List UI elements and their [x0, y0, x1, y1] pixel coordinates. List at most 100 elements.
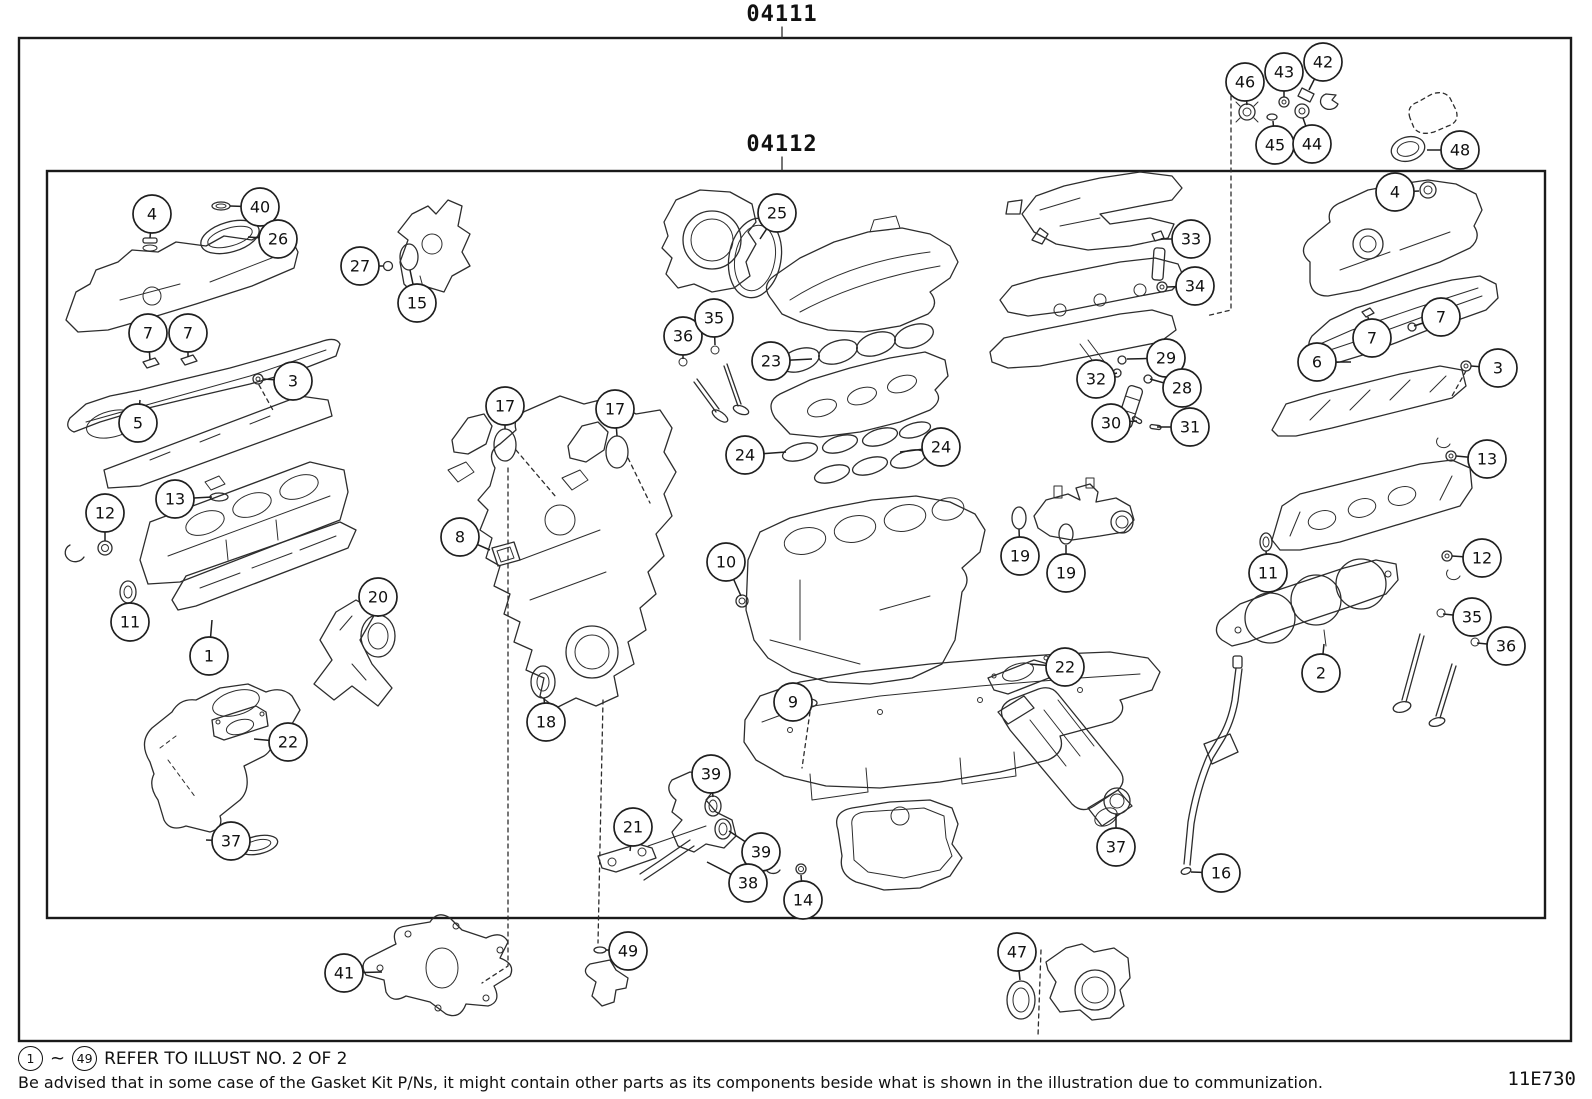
callout-13[interactable]: 13 — [155, 479, 213, 519]
callout-7[interactable]: 7 — [1413, 297, 1461, 337]
callout-41[interactable]: 41 — [324, 953, 383, 993]
callout-22[interactable]: 22 — [1029, 647, 1085, 687]
callout-27[interactable]: 27 — [340, 246, 383, 286]
head-gasket-2-sketch — [1215, 558, 1399, 647]
grommet-3-right-sketch — [1460, 360, 1472, 372]
callout-4[interactable]: 4 — [132, 194, 172, 239]
callout-37[interactable]: 37 — [1096, 814, 1136, 867]
callout-36[interactable]: 36 — [663, 316, 703, 359]
callout-35[interactable]: 35 — [1442, 597, 1492, 637]
injector-upper-sketch — [1151, 230, 1168, 293]
figure-code-04111: 04111 — [746, 2, 818, 27]
callout-14[interactable]: 14 — [783, 874, 823, 920]
svg-text:18: 18 — [536, 713, 556, 732]
callout-35[interactable]: 35 — [694, 298, 734, 346]
svg-text:4: 4 — [1390, 183, 1400, 202]
callout-31[interactable]: 31 — [1157, 407, 1210, 447]
callout-3[interactable]: 3 — [262, 361, 313, 401]
svg-text:36: 36 — [1496, 637, 1516, 656]
oring-27-sketch — [382, 260, 394, 272]
footer-note: Be advised that in some case of the Gask… — [18, 1073, 1323, 1092]
callout-8[interactable]: 8 — [440, 517, 491, 557]
callout-9[interactable]: 9 — [773, 682, 813, 722]
callout-7[interactable]: 7 — [128, 313, 168, 361]
callout-10[interactable]: 10 — [706, 542, 746, 597]
svg-text:25: 25 — [767, 204, 787, 223]
svg-text:7: 7 — [1436, 308, 1446, 327]
callout-12[interactable]: 12 — [85, 493, 125, 541]
timing-cover-sketch — [477, 395, 677, 709]
intake-manifold-lower-sketch — [770, 351, 949, 438]
callout-28[interactable]: 28 — [1149, 368, 1202, 408]
svg-text:3: 3 — [1493, 359, 1503, 378]
cylinder-head-left-sketch — [139, 461, 349, 585]
callout-39[interactable]: 39 — [691, 754, 731, 798]
callout-20[interactable]: 20 — [358, 577, 398, 617]
engine-block-sketch — [735, 495, 986, 685]
callout-33[interactable]: 33 — [1161, 219, 1211, 259]
footer-reference-line: 1 ~ 49 REFER TO ILLUST NO. 2 OF 2 — [18, 1046, 348, 1071]
callout-3[interactable]: 3 — [1470, 348, 1518, 388]
callout-45[interactable]: 45 — [1255, 120, 1295, 165]
callout-48[interactable]: 48 — [1427, 130, 1480, 170]
figure-code-04112: 04112 — [746, 132, 818, 157]
callout-15[interactable]: 15 — [397, 269, 437, 323]
callout-2[interactable]: 2 — [1301, 643, 1341, 693]
callout-19[interactable]: 19 — [1046, 545, 1086, 593]
oring-11-left-sketch — [119, 580, 137, 604]
seal-4-right-sketch — [1419, 181, 1437, 199]
svg-text:10: 10 — [716, 553, 736, 572]
drawing-number: 11E730 — [1507, 1068, 1576, 1090]
svg-text:29: 29 — [1156, 349, 1176, 368]
callout-22[interactable]: 22 — [253, 722, 308, 762]
callout-49[interactable]: 49 — [605, 931, 648, 971]
callout-36[interactable]: 36 — [1476, 626, 1526, 666]
callout-25[interactable]: 25 — [757, 193, 797, 240]
valve-cover-left-sketch — [65, 229, 299, 333]
callout-13[interactable]: 13 — [1455, 439, 1507, 479]
callout-4[interactable]: 4 — [1375, 172, 1420, 212]
callout-42[interactable]: 42 — [1303, 42, 1343, 91]
svg-text:37: 37 — [221, 832, 241, 851]
callout-37[interactable]: 37 — [205, 821, 251, 861]
callout-1[interactable]: 1 — [189, 619, 229, 676]
callout-26[interactable]: 26 — [247, 219, 298, 259]
callout-19[interactable]: 19 — [1000, 528, 1040, 576]
callout-43[interactable]: 43 — [1264, 52, 1304, 97]
svg-text:15: 15 — [407, 294, 427, 313]
callout-6[interactable]: 6 — [1297, 342, 1351, 382]
callout-47[interactable]: 47 — [997, 932, 1037, 981]
part-12-right-sketch — [1441, 550, 1461, 581]
callout-11[interactable]: 11 — [110, 602, 150, 642]
oil-filler-seal-40-sketch — [211, 201, 231, 211]
callout-7[interactable]: 7 — [168, 313, 208, 357]
callout-24[interactable]: 24 — [899, 427, 961, 467]
svg-text:19: 19 — [1056, 564, 1076, 583]
callout-40[interactable]: 40 — [229, 187, 280, 227]
callout-21[interactable]: 21 — [613, 807, 653, 852]
callout-11[interactable]: 11 — [1248, 550, 1288, 593]
callout-30[interactable]: 30 — [1091, 403, 1138, 443]
callout-17[interactable]: 17 — [485, 386, 525, 429]
callout-46[interactable]: 46 — [1225, 62, 1265, 106]
callout-16[interactable]: 16 — [1190, 853, 1241, 893]
svg-text:5: 5 — [133, 414, 143, 433]
callout-17[interactable]: 17 — [595, 389, 635, 437]
svg-text:28: 28 — [1172, 379, 1192, 398]
svg-text:7: 7 — [1367, 329, 1377, 348]
callout-23[interactable]: 23 — [751, 341, 813, 381]
water-pump-gasket-41-sketch — [362, 914, 513, 1017]
callout-34[interactable]: 34 — [1166, 266, 1215, 306]
callout-38[interactable]: 38 — [706, 861, 768, 903]
callout-24[interactable]: 24 — [725, 435, 787, 475]
callout-39[interactable]: 39 — [728, 830, 781, 872]
callout-32[interactable]: 32 — [1076, 359, 1118, 399]
range-tilde: ~ — [50, 1048, 66, 1069]
callout-7[interactable]: 7 — [1352, 316, 1392, 358]
head-gasket-1-sketch — [171, 521, 357, 611]
callout-44[interactable]: 44 — [1292, 117, 1332, 164]
callout-18[interactable]: 18 — [526, 697, 566, 742]
callout-12[interactable]: 12 — [1451, 538, 1502, 578]
callout-5[interactable]: 5 — [118, 399, 158, 443]
